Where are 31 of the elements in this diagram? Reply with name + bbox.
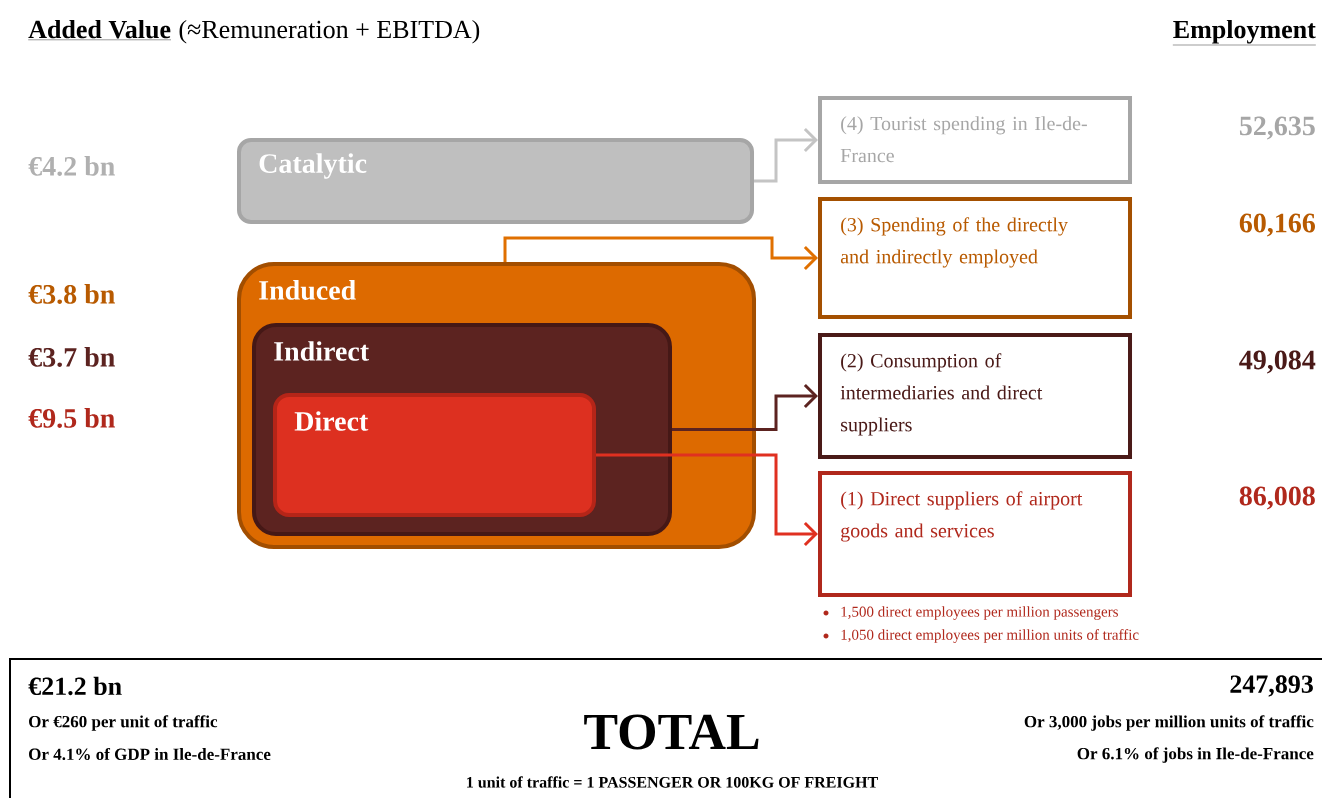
subtitle: (≈Remuneration + EBITDA)	[179, 19, 480, 44]
direct-box: Direct	[273, 393, 596, 517]
value-label: €4.2 bn	[28, 156, 115, 176]
footnote: 1 unit of traffic = 1 PASSENGER OR 100KG OF FREIGHT	[467, 776, 878, 788]
category-box: (2) Consumption of intermediaries and direct suppliers	[818, 333, 1132, 459]
total-heading: TOTAL	[584, 714, 759, 750]
title: Added Value	[28, 19, 172, 40]
catalytic-box: Catalytic	[237, 138, 754, 224]
bullet-text: 1,050 direct employees per million units of traffic	[841, 629, 1139, 643]
arrow	[754, 127, 818, 183]
arrow	[596, 453, 818, 547]
employment-value: 60,166	[1239, 213, 1315, 237]
category-box: (3) Spending of the directly and indirectly employed	[818, 197, 1132, 319]
employment-value: 52,635	[1239, 116, 1315, 140]
category-box: (1) Direct suppliers of airport goods and services	[818, 471, 1132, 597]
note: Or 4.1% of GDP in Ile-de-France	[29, 747, 271, 761]
value-label: €3.7 bn	[28, 347, 115, 367]
employment-value: 86,008	[1239, 486, 1315, 510]
total-value: 247,893	[1230, 675, 1313, 697]
bullet-text: 1,500 direct employees per million passengers	[841, 606, 1118, 620]
note: Or 6.1% of jobs in Ile-de-France	[1077, 747, 1314, 763]
employment-value: 49,084	[1239, 350, 1316, 374]
value-label: €9.5 bn	[28, 408, 115, 428]
value-label: €3.8 bn	[28, 284, 115, 304]
arrow	[672, 383, 818, 431]
arrow	[503, 236, 818, 271]
category-box: (4) Tourist spending in Ile-de-France	[818, 96, 1132, 184]
total-value: €21.2 bn	[28, 676, 122, 696]
column-heading: Employment	[1172, 19, 1316, 46]
note: Or 3,000 jobs per million units of traffic	[1024, 715, 1314, 731]
note: Or €260 per unit of traffic	[29, 715, 218, 731]
